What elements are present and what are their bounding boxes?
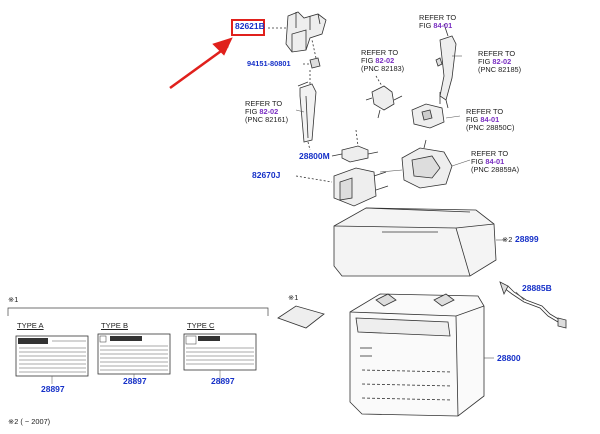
bolt-part [303, 39, 321, 69]
type-c-label-card [183, 333, 257, 384]
refer-to-pnc-82185: REFER TO FIG 82-02 (PNC 82185) [478, 49, 522, 74]
part-number-82621b[interactable]: 82621B [235, 21, 265, 31]
fig-link[interactable]: 84-01 [480, 114, 500, 124]
type-b-heading: TYPE B [101, 321, 129, 330]
terminal-28850c-part [411, 92, 445, 129]
part-number-28800m[interactable]: 28800M [299, 151, 330, 161]
type-a-label-card [15, 335, 89, 384]
fig-link[interactable]: 84-01 [433, 20, 453, 30]
red-arrow-icon [169, 37, 233, 90]
sensor-28800m-part [331, 129, 379, 163]
fig-link[interactable]: 84-01 [485, 156, 505, 166]
part-number-28899[interactable]: 28899 [515, 234, 539, 244]
block-82670j-part [295, 167, 389, 207]
label-types-box [7, 307, 269, 316]
highlight-box [231, 19, 265, 36]
type-c-heading: TYPE C [187, 321, 215, 330]
battery-tray-cover-part [333, 207, 497, 277]
note-mark-2-tray: ※2 [502, 235, 513, 244]
part-number-28885b[interactable]: 28885B [522, 283, 552, 293]
connector-82183-part [365, 75, 403, 119]
footnote-2007: ※2 ( − 2007) [8, 417, 51, 426]
part-number-28897-type-c[interactable]: 28897 [211, 376, 235, 386]
note-mark-1-left: ※1 [8, 295, 19, 304]
type-a-heading: TYPE A [17, 321, 44, 330]
refer-to-pnc-28859a: REFER TO FIG 84-01 (PNC 28859A) [471, 149, 520, 174]
terminal-cover-part [401, 139, 453, 189]
part-number-28897-type-b[interactable]: 28897 [123, 376, 147, 386]
part-number-28800[interactable]: 28800 [497, 353, 521, 363]
refer-to-pnc-82183: REFER TO FIG 82-02 (PNC 82183) [361, 48, 405, 73]
refer-to-fig-84-01-top: REFER TO FIG 84-01 [419, 13, 457, 30]
battery-part [349, 293, 485, 417]
fig-link[interactable]: 82-02 [492, 56, 512, 66]
clamp-rod-part [297, 70, 317, 151]
part-number-82670j[interactable]: 82670J [252, 170, 281, 180]
fig-link[interactable]: 82-02 [259, 106, 279, 116]
type-b-label-card [97, 333, 171, 384]
refer-to-pnc-82161: REFER TO FIG 82-02 (PNC 82161) [245, 99, 289, 124]
part-number-94151-80801[interactable]: 94151-80801 [247, 59, 291, 68]
note-mark-1-right: ※1 [288, 293, 299, 302]
leader-lines [295, 55, 525, 359]
cable-part [499, 281, 567, 329]
refer-to-pnc-28850c: REFER TO FIG 84-01 (PNC 28850C) [466, 107, 515, 132]
clip-82621b-part [268, 11, 327, 53]
label-sticker-part [277, 305, 325, 329]
terminal-82185-part [435, 23, 457, 109]
fig-link[interactable]: 82-02 [375, 55, 395, 65]
part-number-28897-type-a[interactable]: 28897 [41, 384, 65, 394]
